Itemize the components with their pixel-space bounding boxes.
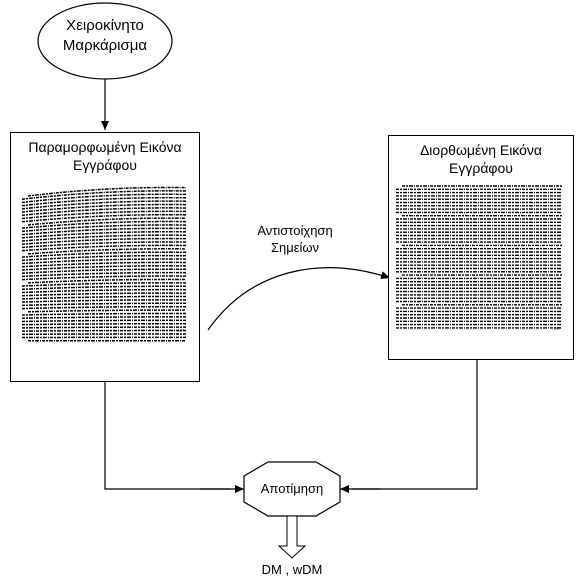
- distorted-page-number: 397: [178, 328, 184, 333]
- text-line: [21, 203, 187, 213]
- text-line: [21, 326, 187, 329]
- connector-corrected-to-evaluation: [352, 360, 478, 490]
- start-label-line2: Μαρκάρισμα: [62, 37, 148, 54]
- text-line: [21, 210, 187, 220]
- corrected-title-line1: Διορθωμένη Εικόνα: [419, 142, 543, 158]
- text-line: [27, 217, 187, 226]
- text-line: [21, 302, 187, 307]
- text-line: [21, 234, 187, 242]
- text-line: [21, 190, 187, 200]
- output-label: DM , wDM: [261, 562, 323, 577]
- distorted-title: Παραμορφωμένη Εικόνα Εγγράφου: [10, 138, 200, 174]
- matching-label-line2: Σημείων: [270, 240, 320, 255]
- text-line: [21, 261, 187, 268]
- distorted-page-thumbnail: 397: [21, 186, 187, 342]
- connector-distorted-to-evaluation: [104, 382, 230, 490]
- text-line: [21, 213, 187, 223]
- evaluation-label: Αποτίμηση: [260, 481, 324, 496]
- text-line: [27, 278, 187, 284]
- text-line: [21, 322, 187, 326]
- text-line: [21, 312, 187, 316]
- start-node-label: Χειροκίνητο Μαρκάρισμα: [40, 16, 170, 56]
- text-line: [21, 329, 187, 332]
- arrow-matching: [207, 267, 391, 331]
- corrected-title: Διορθωμένη Εικόνα Εγγράφου: [388, 141, 574, 177]
- text-line: [21, 295, 187, 300]
- start-label-line1: Χειροκίνητο: [66, 17, 144, 34]
- matching-label-line1: Αντιστοίχηση: [257, 223, 333, 238]
- text-line: [21, 251, 187, 258]
- text-line: [21, 237, 187, 245]
- output-arrow: [277, 515, 307, 559]
- text-line: [21, 254, 187, 262]
- corrected-title-line2: Εγγράφου: [449, 160, 513, 176]
- text-line: [27, 248, 187, 255]
- text-line: [21, 288, 187, 294]
- text-line: [21, 220, 187, 229]
- corrected-page-thumbnail: 397: [395, 185, 562, 331]
- text-line: [21, 227, 187, 236]
- text-line: [21, 258, 187, 265]
- text-line: [21, 196, 187, 207]
- text-line: [21, 271, 187, 278]
- text-line: [27, 309, 187, 313]
- text-line: [21, 305, 187, 310]
- text-line: [21, 285, 187, 291]
- text-line: [21, 299, 187, 303]
- text-line: [21, 275, 187, 281]
- text-line: [21, 193, 187, 204]
- text-line: [21, 265, 187, 271]
- text-line: [21, 241, 187, 249]
- text-line: [21, 282, 187, 287]
- corrected-page-number: 397: [554, 326, 560, 331]
- evaluation-octagon: [243, 461, 341, 517]
- text-line: [21, 292, 187, 297]
- text-line: [21, 244, 187, 252]
- text-line: [21, 224, 187, 233]
- matching-edge-label: Αντιστοίχηση Σημείων: [245, 222, 345, 256]
- distorted-title-line1: Παραμορφωμένη Εικόνα: [28, 139, 182, 155]
- distorted-title-line2: Εγγράφου: [73, 157, 137, 173]
- corrected-document-box: [388, 135, 574, 360]
- text-line: [21, 319, 187, 323]
- text-line: [27, 186, 187, 197]
- distorted-text-lines: [21, 186, 187, 342]
- text-line: [21, 316, 187, 319]
- text-line: [21, 268, 187, 274]
- corrected-text-lines: [395, 185, 562, 329]
- text-line: [21, 207, 187, 217]
- text-line: [21, 231, 187, 239]
- text-line: [21, 200, 187, 210]
